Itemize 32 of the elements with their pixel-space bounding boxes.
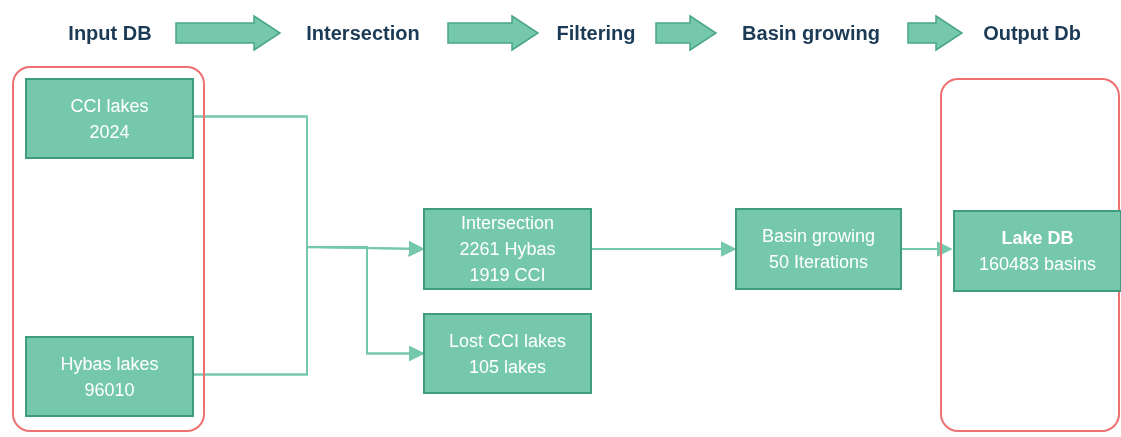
connector-arrow — [901, 241, 953, 257]
box-text: Hybas lakes — [60, 352, 159, 376]
stage-heading: Basin growing — [720, 18, 902, 48]
process-box — [25, 78, 194, 159]
box-text: 105 lakes — [468, 355, 547, 379]
box-text: Lake DB — [1001, 227, 1074, 250]
box-text: CCI lakes — [70, 94, 149, 118]
stage-heading: Intersection — [284, 18, 442, 48]
box-text: Intersection — [460, 212, 555, 235]
process-box — [423, 208, 592, 290]
process-box — [953, 210, 1121, 292]
group-outline — [12, 66, 205, 432]
box-text: 160483 basins — [978, 253, 1097, 276]
connector-arrow — [591, 241, 737, 257]
stage-heading: Filtering — [542, 18, 650, 48]
process-box — [25, 336, 194, 417]
block-arrow — [655, 14, 718, 52]
block-arrow — [447, 14, 540, 52]
box-text: 2024 — [89, 120, 130, 144]
box-text: 50 Iterations — [768, 251, 869, 274]
box-text: Basin growing — [761, 225, 876, 248]
process-box — [735, 208, 902, 290]
box-text: 96010 — [84, 378, 135, 402]
block-arrow — [175, 14, 282, 52]
block-arrow — [907, 14, 964, 52]
process-box — [423, 313, 592, 394]
stage-heading: Input DB — [50, 18, 170, 48]
group-outline — [940, 78, 1120, 432]
box-text: 1919 CCI — [469, 264, 546, 287]
box-text: 2261 Hybas — [459, 238, 556, 261]
stage-heading: Output Db — [966, 18, 1098, 48]
box-text: Lost CCI lakes — [448, 329, 566, 353]
